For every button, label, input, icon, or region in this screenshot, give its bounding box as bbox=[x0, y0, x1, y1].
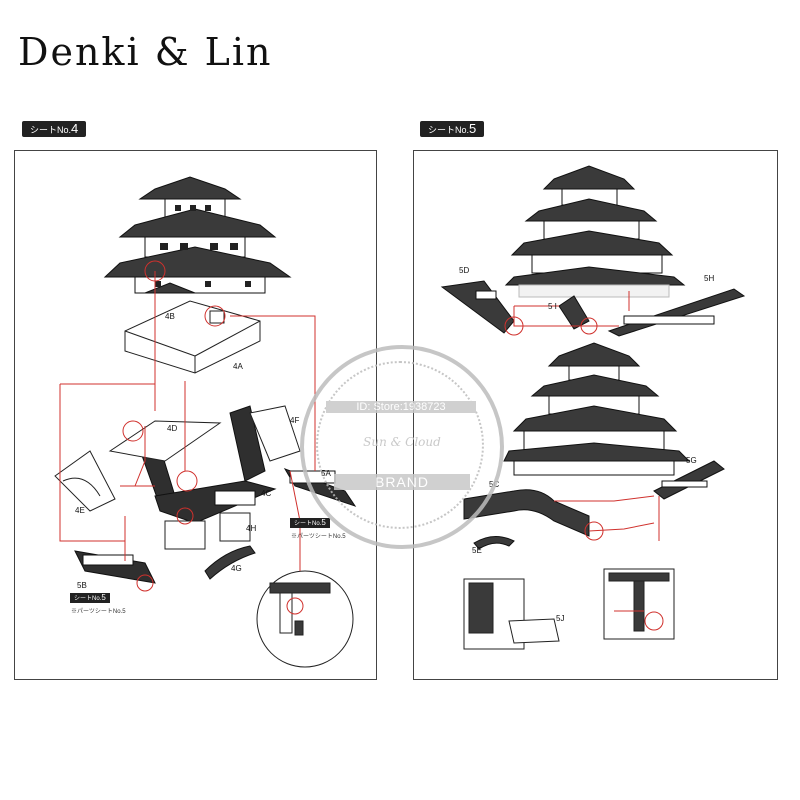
sheet-tag-5: シートNo.5 bbox=[70, 593, 110, 603]
part-4e-roof-piece bbox=[54, 450, 116, 512]
watermark-seal: ID: Store:1938723 Sun & Cloud BRAND bbox=[300, 345, 504, 549]
part-4h-wall bbox=[164, 512, 251, 550]
part-label: 4G bbox=[231, 564, 242, 573]
castle-upper-illustration bbox=[504, 165, 686, 286]
part-4d-roof bbox=[108, 405, 301, 462]
part-5b-base bbox=[74, 550, 156, 584]
part-5i-piece bbox=[558, 295, 590, 330]
part-label: 4F bbox=[290, 416, 299, 425]
castle-upper-base bbox=[518, 284, 670, 298]
castle-assembly-diagram-4: 4B 4A 4D 4F 4E 4C 5A 4H 4G 5B bbox=[54, 176, 357, 668]
part-label: 4B bbox=[165, 312, 175, 321]
sheet-tag-5: シートNo.5 bbox=[290, 518, 330, 528]
watermark-id: ID: Store:1938723 bbox=[326, 401, 476, 413]
sheet-label-4: シートNo.4 bbox=[22, 121, 87, 137]
part-label: 4A bbox=[233, 362, 243, 371]
part-5g-piece bbox=[653, 460, 725, 500]
detail-inset-4 bbox=[256, 570, 354, 668]
part-4a-frame bbox=[124, 300, 261, 374]
part-label: 5H bbox=[704, 274, 714, 283]
detail-inset-5g bbox=[603, 568, 675, 640]
part-label: 4E bbox=[75, 506, 85, 515]
part-5d-piece bbox=[440, 280, 515, 334]
part-label: 4C bbox=[261, 489, 271, 498]
part-4g-beam bbox=[204, 545, 256, 580]
part-label: 5B bbox=[77, 581, 87, 590]
part-5h-piece bbox=[607, 288, 746, 337]
part-label: 5 I bbox=[548, 302, 557, 311]
sheet-label-5: シートNo.5 bbox=[420, 121, 485, 137]
part-label: 5D bbox=[459, 266, 469, 275]
part-label: 5E bbox=[472, 546, 482, 555]
assembly-lines bbox=[59, 260, 316, 615]
castle-assembly-diagram-5: 5D 5 I 5H 5C 5G 5E 5J bbox=[440, 165, 746, 650]
castle-lower-illustration bbox=[503, 342, 691, 476]
part-label: 5J bbox=[556, 614, 564, 623]
castle-top-illustration bbox=[103, 176, 292, 294]
part-label: 4H bbox=[246, 524, 256, 533]
part-5e-piece bbox=[473, 536, 515, 550]
part-label: 4D bbox=[167, 424, 177, 433]
assembly-lines bbox=[504, 291, 664, 631]
part-5c-bridge bbox=[463, 489, 590, 537]
watermark-brand: BRAND bbox=[334, 474, 470, 490]
sheet-note: ※パーツシートNo.5 bbox=[71, 609, 126, 615]
watermark-script: Sun & Cloud bbox=[363, 435, 441, 449]
part-label: 5G bbox=[686, 456, 697, 465]
sheet-note: ※パーツシートNo.5 bbox=[291, 534, 346, 540]
part-4c-walls bbox=[134, 405, 277, 524]
detail-inset-5j bbox=[463, 578, 560, 650]
brand-logo: Denki & Lin bbox=[18, 30, 273, 74]
